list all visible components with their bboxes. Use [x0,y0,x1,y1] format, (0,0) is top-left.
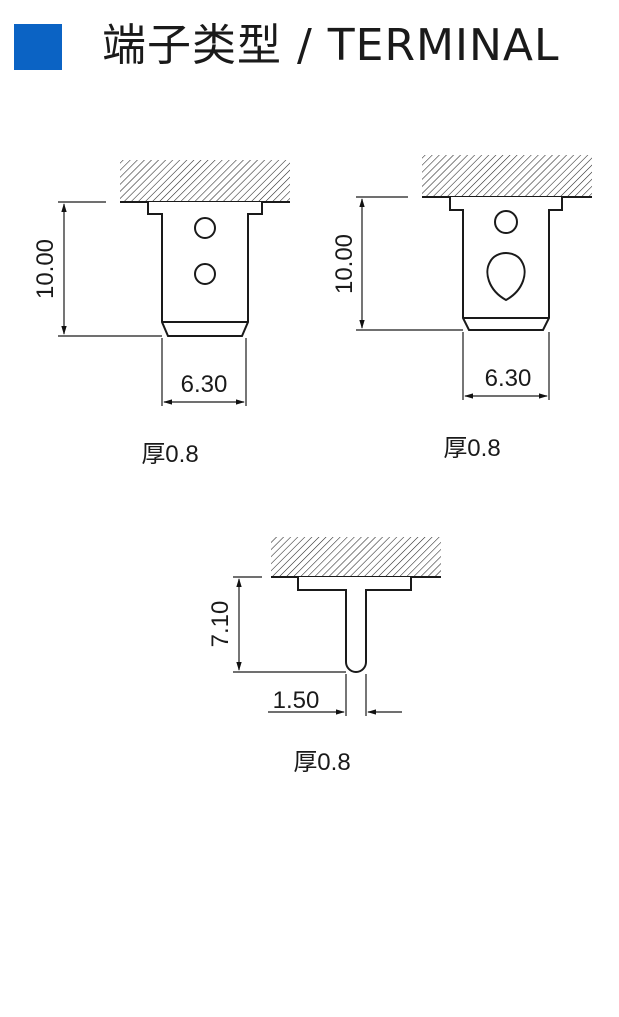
terminal-1-dimensions [58,201,247,406]
blue-square-icon [14,24,62,70]
terminal-1-blade [147,202,263,337]
terminal-3-thickness-label: 厚0.8 [293,749,350,776]
terminal-1-thickness-label: 厚0.8 [141,441,198,468]
terminal-3-mount-hatch [271,537,441,577]
terminal-1-hole-lower [194,263,216,285]
terminal-3-width-label: 1.50 [273,687,320,714]
terminal-2-blade [449,197,563,331]
terminal-2-mount-hatch [422,155,592,197]
terminal-1-drawing [120,160,290,337]
terminal-2-width-label: 6.30 [485,365,532,392]
terminal-2-teardrop-hole [486,252,526,302]
page-header: 端子类型 / TERMINAL [0,0,619,90]
terminal-3-pin [297,577,412,673]
terminal-2-drawing [422,155,592,331]
page-title: 端子类型 / TERMINAL [102,20,560,71]
terminal-3-dimensions [233,576,402,716]
terminal-3-height-label: 7.10 [207,601,234,648]
terminal-3-drawing [271,537,441,673]
terminal-1-height-label: 10.00 [32,239,59,299]
terminal-1-width-label: 6.30 [181,371,228,398]
terminal-1-mount-hatch [120,160,290,202]
terminal-2-dimensions [356,196,550,400]
terminal-2-thickness-label: 厚0.8 [443,435,500,462]
terminal-2-height-label: 10.00 [331,234,358,294]
terminal-2-hole-upper [494,210,518,234]
terminal-1-hole-upper [194,217,216,239]
